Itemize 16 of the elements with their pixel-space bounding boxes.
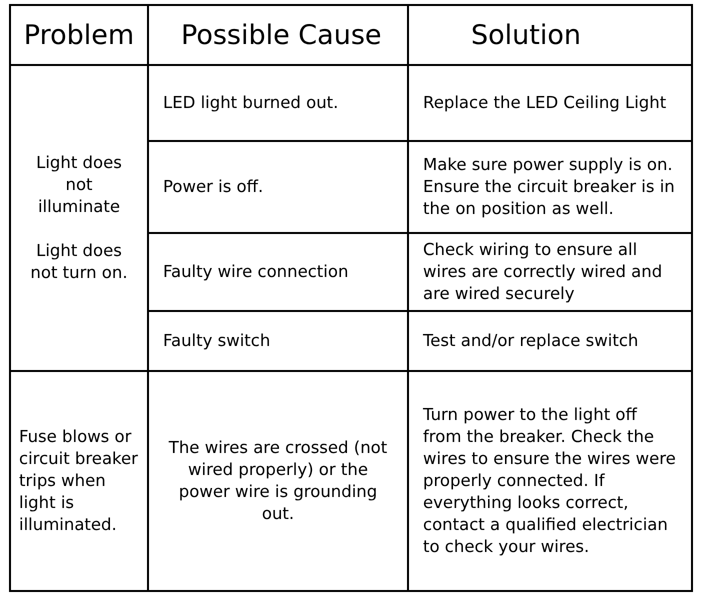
column-header: Problem	[24, 20, 134, 50]
cell-text: Check wiring to ensure all wires are correctly wired and are wired securely	[423, 239, 664, 305]
cell-text: Light does not illuminate	[35, 152, 123, 218]
column-header: Solution	[471, 20, 581, 50]
cell-text: Power is off.	[163, 176, 264, 198]
cell-text: Light does not turn on.	[29, 240, 129, 284]
column-header: Possible Cause	[181, 20, 382, 50]
cell-text: Make sure power supply is on. Ensure the circuit breaker is in the on position as well.	[423, 154, 676, 220]
cell-text: Faulty switch	[163, 330, 270, 352]
cell-text: Turn power to the light off from the breaker. Check the wires to ensure the wires were properly connected. If everything looks correct, contact a qualified electrician to check your wires.	[423, 404, 677, 558]
cell-text: The wires are crossed (not wired properly) or the power wire is grounding out.	[168, 437, 388, 525]
cell-text: LED light burned out.	[163, 92, 338, 114]
cell-text: Replace the LED Ceiling Light	[423, 92, 666, 114]
cell-text: Test and/or replace switch	[423, 330, 638, 352]
cell-text: Faulty wire connection	[163, 261, 348, 283]
cell-text: Fuse blows or circuit breaker trips when light is illuminated.	[19, 426, 139, 536]
